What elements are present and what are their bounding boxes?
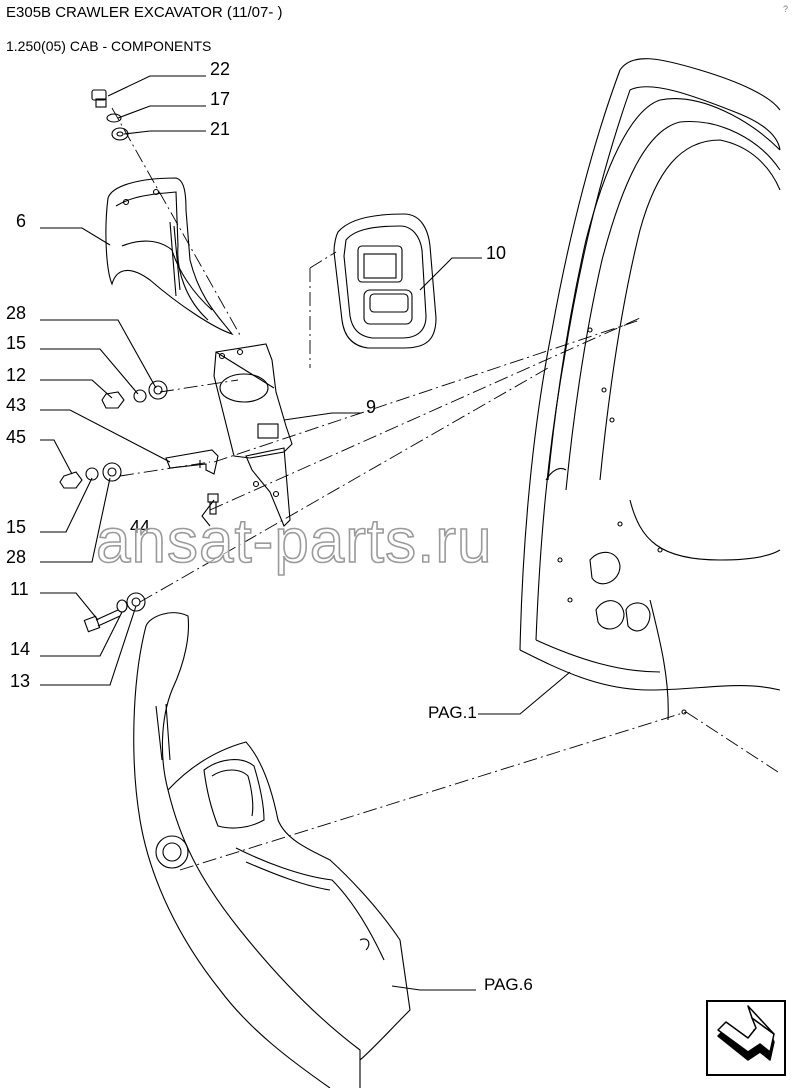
callout-10: 10 — [486, 243, 507, 263]
part-10-display — [333, 213, 437, 349]
part-28-washer-upper — [148, 380, 168, 400]
callout-28-upper: 28 — [6, 303, 27, 323]
part-11-bolt — [83, 609, 121, 633]
section-subtitle: 1.250(05) CAB - COMPONENTS — [6, 38, 212, 54]
callout-14: 14 — [10, 639, 31, 659]
next-page-arrow-icon — [717, 1005, 775, 1061]
page-title: E305B CRAWLER EXCAVATOR (11/07- ) — [6, 4, 283, 21]
part-45-nut — [59, 471, 83, 489]
part-14-washer — [116, 599, 128, 613]
next-page-button[interactable] — [706, 1000, 786, 1076]
part-22-bolt — [91, 89, 107, 108]
leader-lines — [40, 75, 571, 991]
part-28-washer-lower — [102, 462, 122, 482]
callout-17: 17 — [210, 89, 231, 109]
callout-6: 6 — [16, 211, 27, 231]
construction-lines — [111, 107, 779, 871]
callout-15-upper: 15 — [6, 333, 27, 353]
callout-15-lower: 15 — [6, 517, 27, 537]
part-15-washer-upper — [133, 389, 147, 403]
corner-mark: ? — [782, 4, 788, 14]
cab-frame — [519, 58, 781, 721]
part-17-washer — [106, 113, 122, 123]
callout-11: 11 — [10, 579, 29, 599]
callout-21: 21 — [210, 119, 231, 139]
callout-28-lower: 28 — [6, 547, 27, 567]
page-ref-pag6[interactable]: PAG.6 — [484, 975, 533, 994]
lower-side-panel — [133, 612, 411, 1088]
part-15-washer-lower — [85, 467, 99, 481]
part-6-cover — [105, 177, 234, 336]
callout-9: 9 — [366, 397, 377, 417]
part-43-bracket — [165, 449, 219, 475]
callout-13: 13 — [10, 671, 31, 691]
page-ref-pag1[interactable]: PAG.1 — [428, 703, 477, 722]
watermark: ansat-parts.ru — [95, 506, 493, 577]
callout-45: 45 — [6, 427, 27, 447]
part-13-washer — [126, 592, 146, 612]
part-44-pin — [207, 493, 219, 515]
part-12-nut — [101, 391, 125, 409]
callout-43: 43 — [6, 395, 27, 415]
part-21-washer — [111, 127, 129, 141]
part-9-bracket — [213, 343, 293, 527]
callout-12: 12 — [6, 365, 27, 385]
callout-22: 22 — [210, 59, 231, 79]
callout-44: 44 — [130, 517, 151, 537]
